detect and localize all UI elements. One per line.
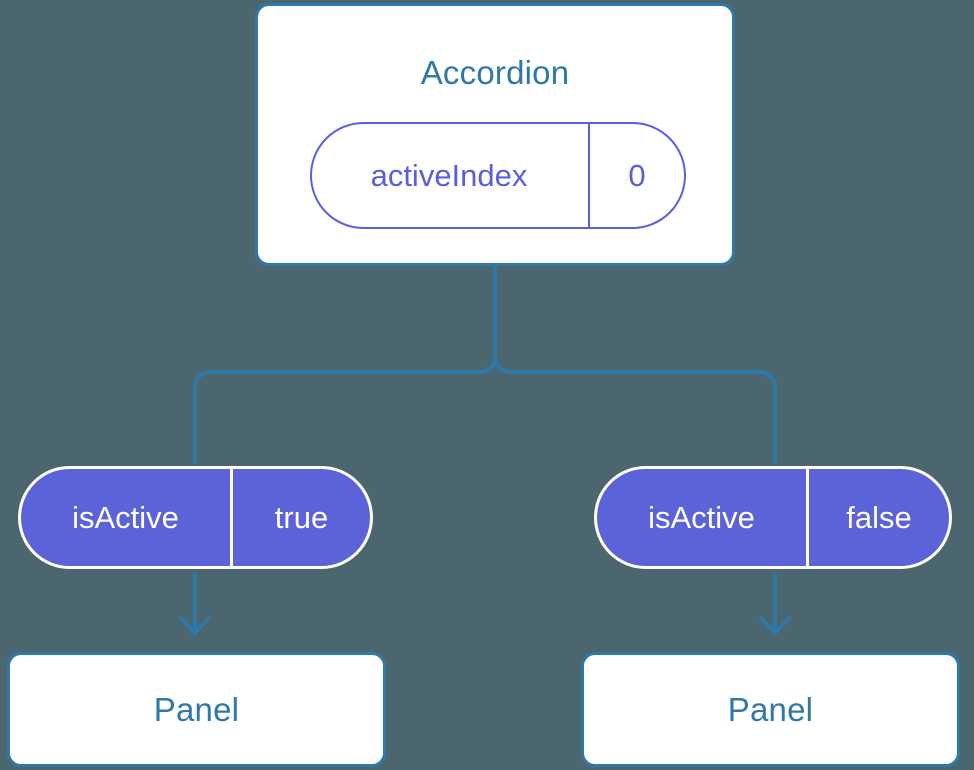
component-title-panel-left: Panel bbox=[153, 691, 240, 728]
connector-branch-right bbox=[493, 353, 777, 464]
component-node-accordion[interactable]: Accordion activeIndex 0 bbox=[255, 3, 735, 266]
prop-key-is-active-right: isActive bbox=[597, 469, 809, 566]
arrow-head-right-icon bbox=[759, 616, 791, 635]
prop-key-active-index: activeIndex bbox=[312, 124, 590, 227]
prop-value-is-active-left: true bbox=[274, 500, 329, 535]
prop-pill-active-index[interactable]: activeIndex 0 bbox=[310, 122, 686, 229]
prop-value-active-index: 0 bbox=[628, 158, 646, 193]
component-node-panel-right[interactable]: Panel bbox=[581, 652, 960, 767]
prop-pill-is-active-right[interactable]: isActive false bbox=[594, 466, 952, 569]
prop-value-is-active-right: false bbox=[846, 500, 912, 535]
connector-branch-left bbox=[193, 353, 497, 464]
prop-key-is-active-left: isActive bbox=[21, 469, 233, 566]
component-title-panel-right: Panel bbox=[727, 691, 814, 728]
prop-pill-is-active-left[interactable]: isActive true bbox=[18, 466, 373, 569]
arrow-head-left-icon bbox=[179, 616, 211, 635]
component-node-panel-left[interactable]: Panel bbox=[7, 652, 386, 767]
component-title-accordion: Accordion bbox=[420, 54, 570, 91]
